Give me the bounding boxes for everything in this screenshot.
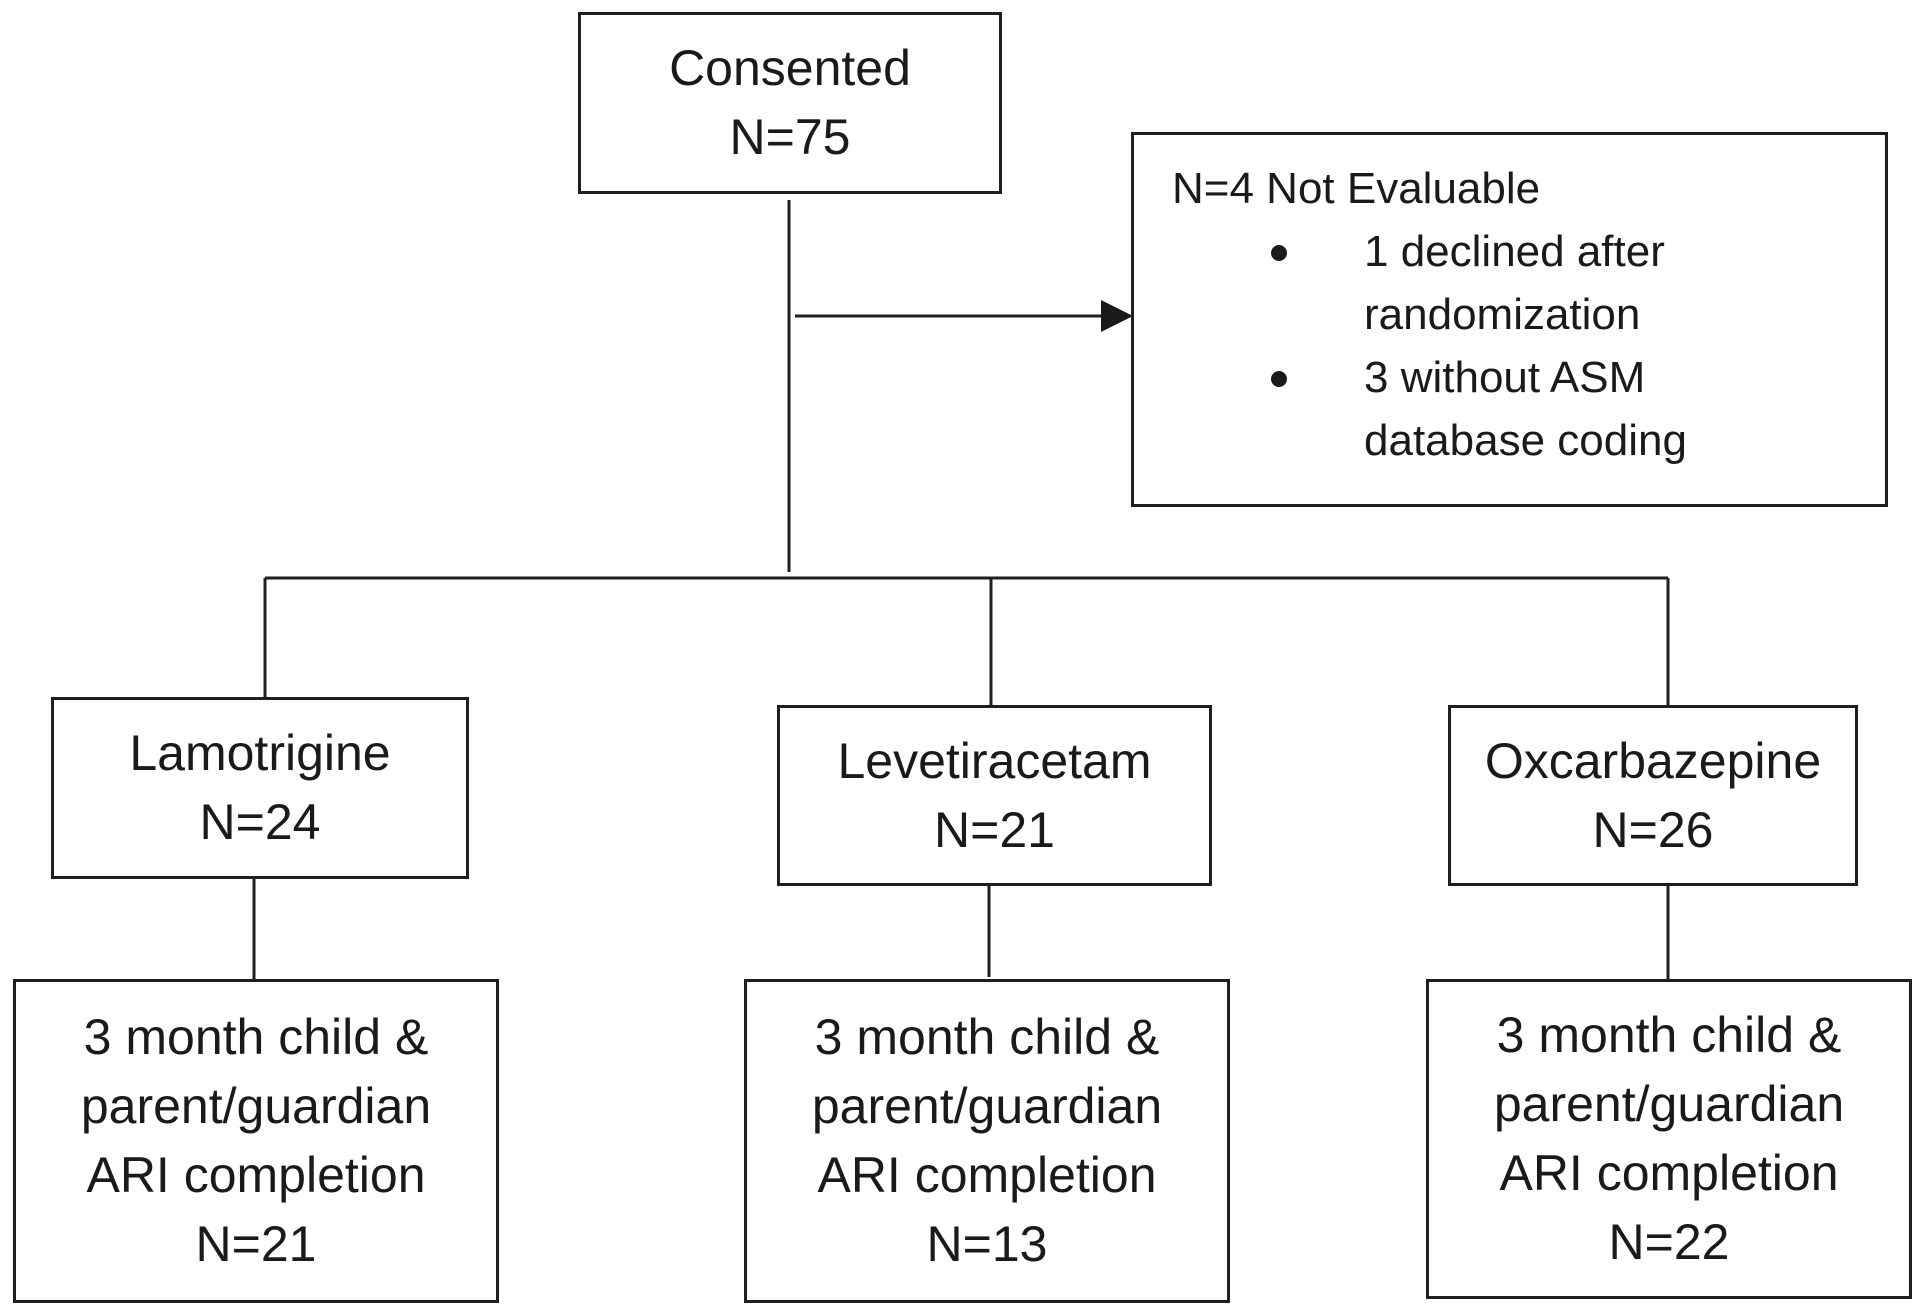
outcome-count: N=13	[926, 1216, 1048, 1272]
outcome-box-lamotrigine: 3 month child & parent/guardian ARI comp…	[13, 979, 499, 1303]
reason-line: 1 declined after	[1364, 227, 1665, 276]
arrowhead-icon	[1101, 300, 1133, 332]
consented-count: N=75	[729, 109, 851, 165]
consented-box: Consented N=75	[578, 12, 1002, 194]
arm-box-levetiracetam: Levetiracetam N=21	[777, 705, 1212, 886]
reason-line: randomization	[1364, 290, 1641, 339]
outcome-box-oxcarbazepine: 3 month child & parent/guardian ARI comp…	[1426, 979, 1912, 1299]
outcome-count: N=21	[195, 1216, 317, 1272]
outcome-line: ARI completion	[86, 1147, 426, 1203]
arm-count: N=24	[199, 794, 321, 850]
arm-box-lamotrigine: Lamotrigine N=24	[51, 697, 469, 879]
arm-drug-name: Lamotrigine	[129, 725, 391, 781]
outcome-line: 3 month child &	[83, 1009, 429, 1065]
arm-count: N=26	[1592, 801, 1714, 858]
reason-line: database coding	[1364, 416, 1687, 465]
arm-count: N=21	[934, 801, 1055, 858]
reason-item: 1 declined after randomization	[1172, 220, 1687, 346]
bullet-icon	[1271, 245, 1287, 261]
outcome-line: parent/guardian	[80, 1078, 432, 1134]
consented-label: Consented	[669, 40, 911, 96]
bullet-icon	[1271, 371, 1287, 387]
reason-line: 3 without ASM	[1364, 353, 1646, 402]
not-evaluable-reasons: 1 declined after randomization 3 without…	[1172, 220, 1687, 472]
outcome-line: ARI completion	[817, 1147, 1157, 1203]
outcome-line: ARI completion	[1499, 1145, 1839, 1201]
arm-drug-name: Oxcarbazepine	[1484, 732, 1822, 789]
outcome-line: 3 month child &	[1496, 1007, 1842, 1063]
not-evaluable-box: N=4 Not Evaluable 1 declined after rando…	[1131, 132, 1888, 507]
outcome-line: parent/guardian	[811, 1078, 1163, 1134]
outcome-count: N=22	[1608, 1214, 1730, 1270]
not-evaluable-title: N=4 Not Evaluable	[1172, 164, 1541, 213]
arm-box-oxcarbazepine: Oxcarbazepine N=26	[1448, 705, 1858, 886]
arm-drug-name: Levetiracetam	[837, 732, 1152, 789]
outcome-box-levetiracetam: 3 month child & parent/guardian ARI comp…	[744, 979, 1230, 1303]
outcome-line: 3 month child &	[814, 1009, 1160, 1065]
reason-item: 3 without ASM database coding	[1172, 346, 1687, 472]
outcome-line: parent/guardian	[1493, 1076, 1845, 1132]
